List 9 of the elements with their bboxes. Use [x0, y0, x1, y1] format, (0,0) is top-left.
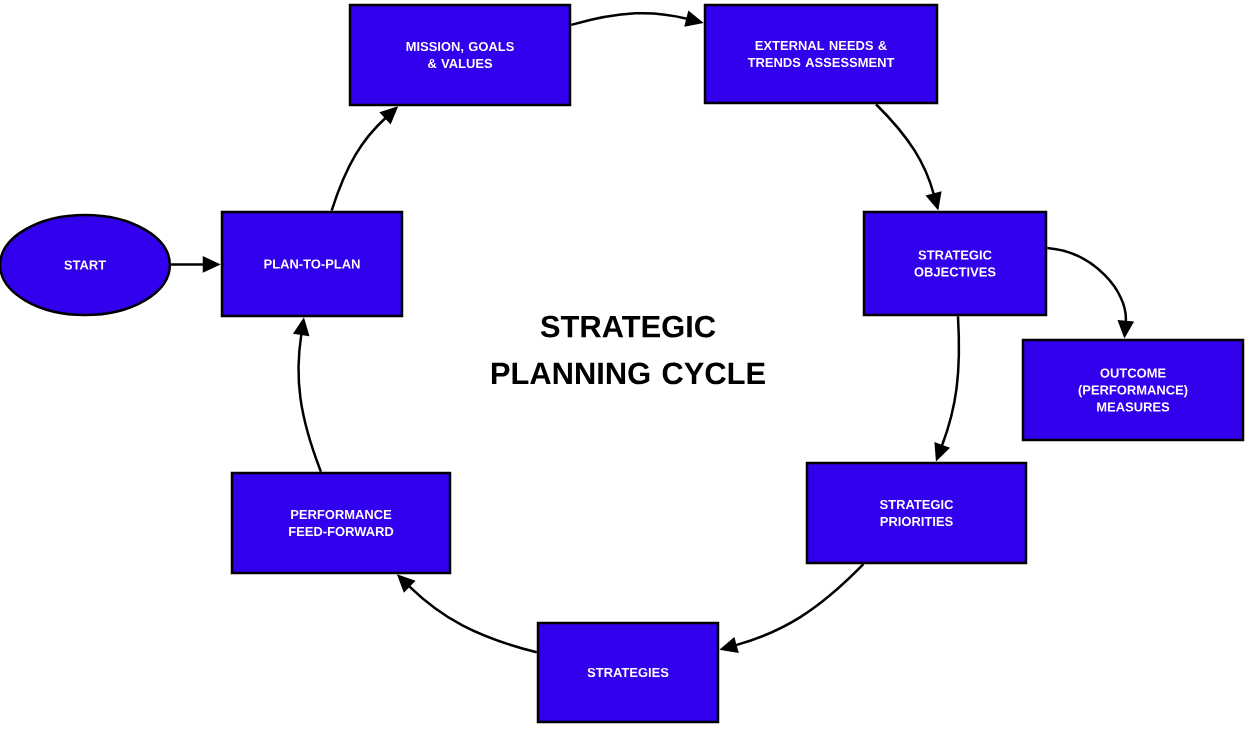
process-box: OUTCOME (PERFORMANCE) MEASURES [1021, 338, 1245, 442]
diagram-title: STRATEGIC PLANNING CYCLE [491, 315, 765, 385]
process-box: PLAN-TO-PLAN [220, 210, 404, 318]
process-box: PERFORMANCE FEED-FORWARD [230, 471, 452, 575]
process-box: MISSION, GOALS & VALUES [348, 3, 572, 107]
process-box: EXTERNAL NEEDS & TRENDS ASSESSMENT [703, 3, 939, 105]
process-box: STRATEGIC OBJECTIVES [862, 210, 1048, 317]
process-box: STRATEGIES [536, 621, 720, 724]
process-box: STRATEGIC PRIORITIES [805, 461, 1028, 565]
